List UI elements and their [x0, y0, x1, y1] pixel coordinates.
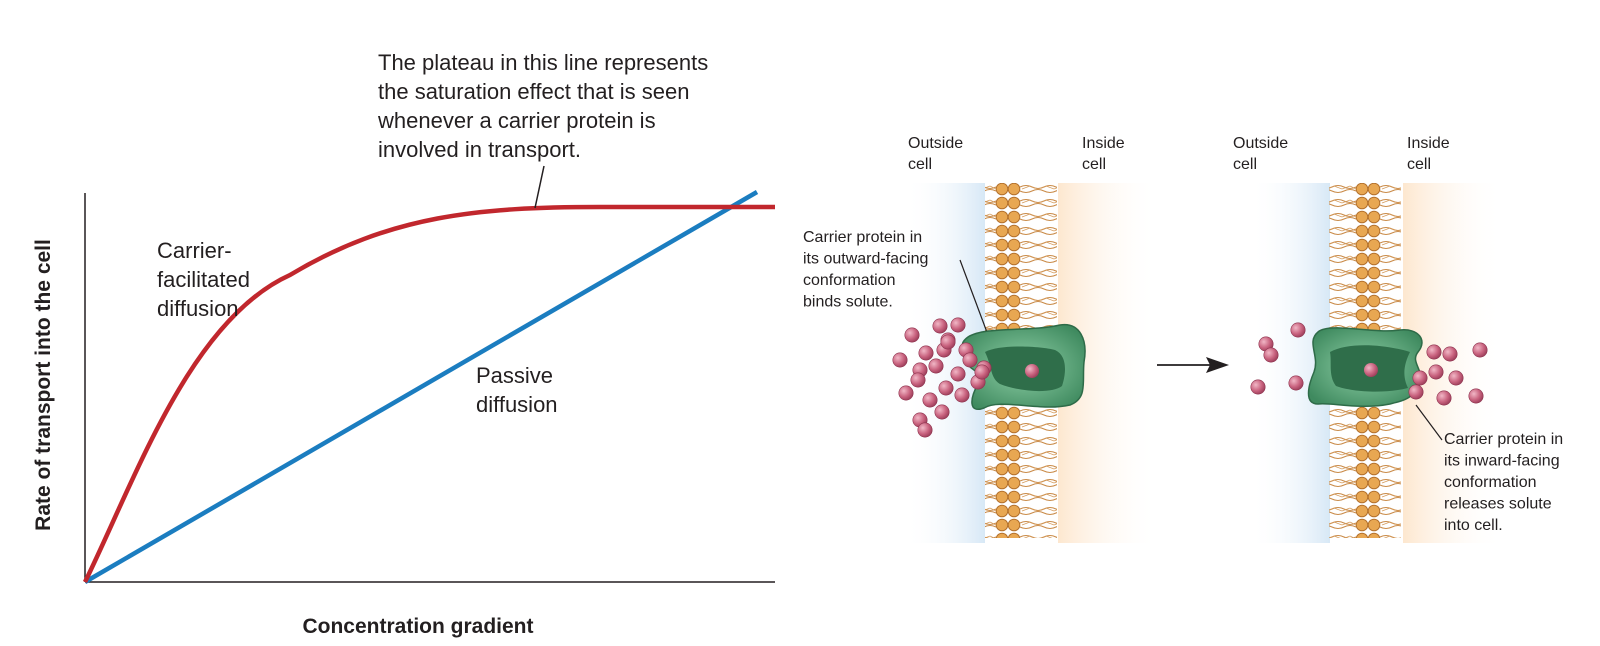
outside-solute: [950, 317, 966, 333]
released-solute-in-channel: [1364, 363, 1378, 377]
outside-solute: [962, 352, 978, 368]
y-axis-label: Rate of transport into the cell: [32, 239, 55, 531]
outside-solute: [934, 404, 950, 420]
outward-callout: Carrier protein in its outward-facing co…: [803, 229, 933, 311]
inside-cell-label-2: Inside cell: [1407, 135, 1454, 173]
outside-solute: [917, 422, 933, 438]
outward-callout-leader: [959, 259, 989, 336]
scattered-solute: [1428, 364, 1444, 380]
scattered-solute: [1250, 379, 1266, 395]
carrier-protein-inward: [1307, 327, 1423, 407]
scattered-solute: [1412, 370, 1428, 386]
outside-solute: [954, 387, 970, 403]
bound-solute: [1025, 364, 1039, 378]
outside-solute: [904, 327, 920, 343]
outside-solute: [892, 352, 908, 368]
outside-cell-label-2: Outside cell: [1233, 135, 1293, 173]
carrier-protein-outward: [961, 324, 1086, 411]
solute-scatter: [1250, 322, 1488, 406]
inward-callout: Carrier protein in its inward-facing con…: [1444, 431, 1568, 534]
scattered-solute: [1448, 370, 1464, 386]
scattered-solute: [1288, 375, 1304, 391]
inward-callout-leader: [1415, 404, 1443, 441]
carrier-diffusion-label: Carrier- facilitated diffusion: [157, 238, 256, 321]
scattered-solute: [1442, 346, 1458, 362]
outside-solute: [974, 364, 990, 380]
x-axis-label: Concentration gradient: [302, 615, 533, 638]
scattered-solute: [1408, 384, 1424, 400]
plateau-leader-line: [534, 165, 545, 209]
carrier-facilitated-diffusion-curve: [82, 204, 775, 583]
outside-solute: [918, 345, 934, 361]
passive-diffusion-line: [83, 190, 759, 584]
outside-solute: [928, 358, 944, 374]
scattered-solute: [1426, 344, 1442, 360]
inward-facing-panel: Outside cell Inside cell Carrier protein…: [1233, 135, 1568, 543]
transition-arrow: [1157, 357, 1229, 373]
scattered-solute: [1290, 322, 1306, 338]
inside-cell-region-2: [1403, 183, 1503, 543]
solute-cluster-outside: [892, 317, 992, 438]
outside-cell-label: Outside cell: [908, 135, 968, 173]
scattered-solute: [1468, 388, 1484, 404]
plateau-note: The plateau in this line represents the …: [377, 50, 714, 162]
outside-solute: [950, 366, 966, 382]
scattered-solute: [1263, 347, 1279, 363]
outside-solute: [922, 392, 938, 408]
outside-solute: [910, 372, 926, 388]
transport-rate-graph: Rate of transport into the cell Concentr…: [32, 50, 775, 638]
outside-solute: [932, 318, 948, 334]
outside-solute: [940, 334, 956, 350]
scattered-solute: [1472, 342, 1488, 358]
outside-solute: [898, 385, 914, 401]
outside-solute: [938, 380, 954, 396]
outward-facing-panel: Outside cell Inside cell Carrier protein…: [803, 135, 1158, 543]
inside-cell-label: Inside cell: [1082, 135, 1129, 173]
passive-diffusion-label: Passive diffusion: [476, 363, 559, 417]
scattered-solute: [1436, 390, 1452, 406]
